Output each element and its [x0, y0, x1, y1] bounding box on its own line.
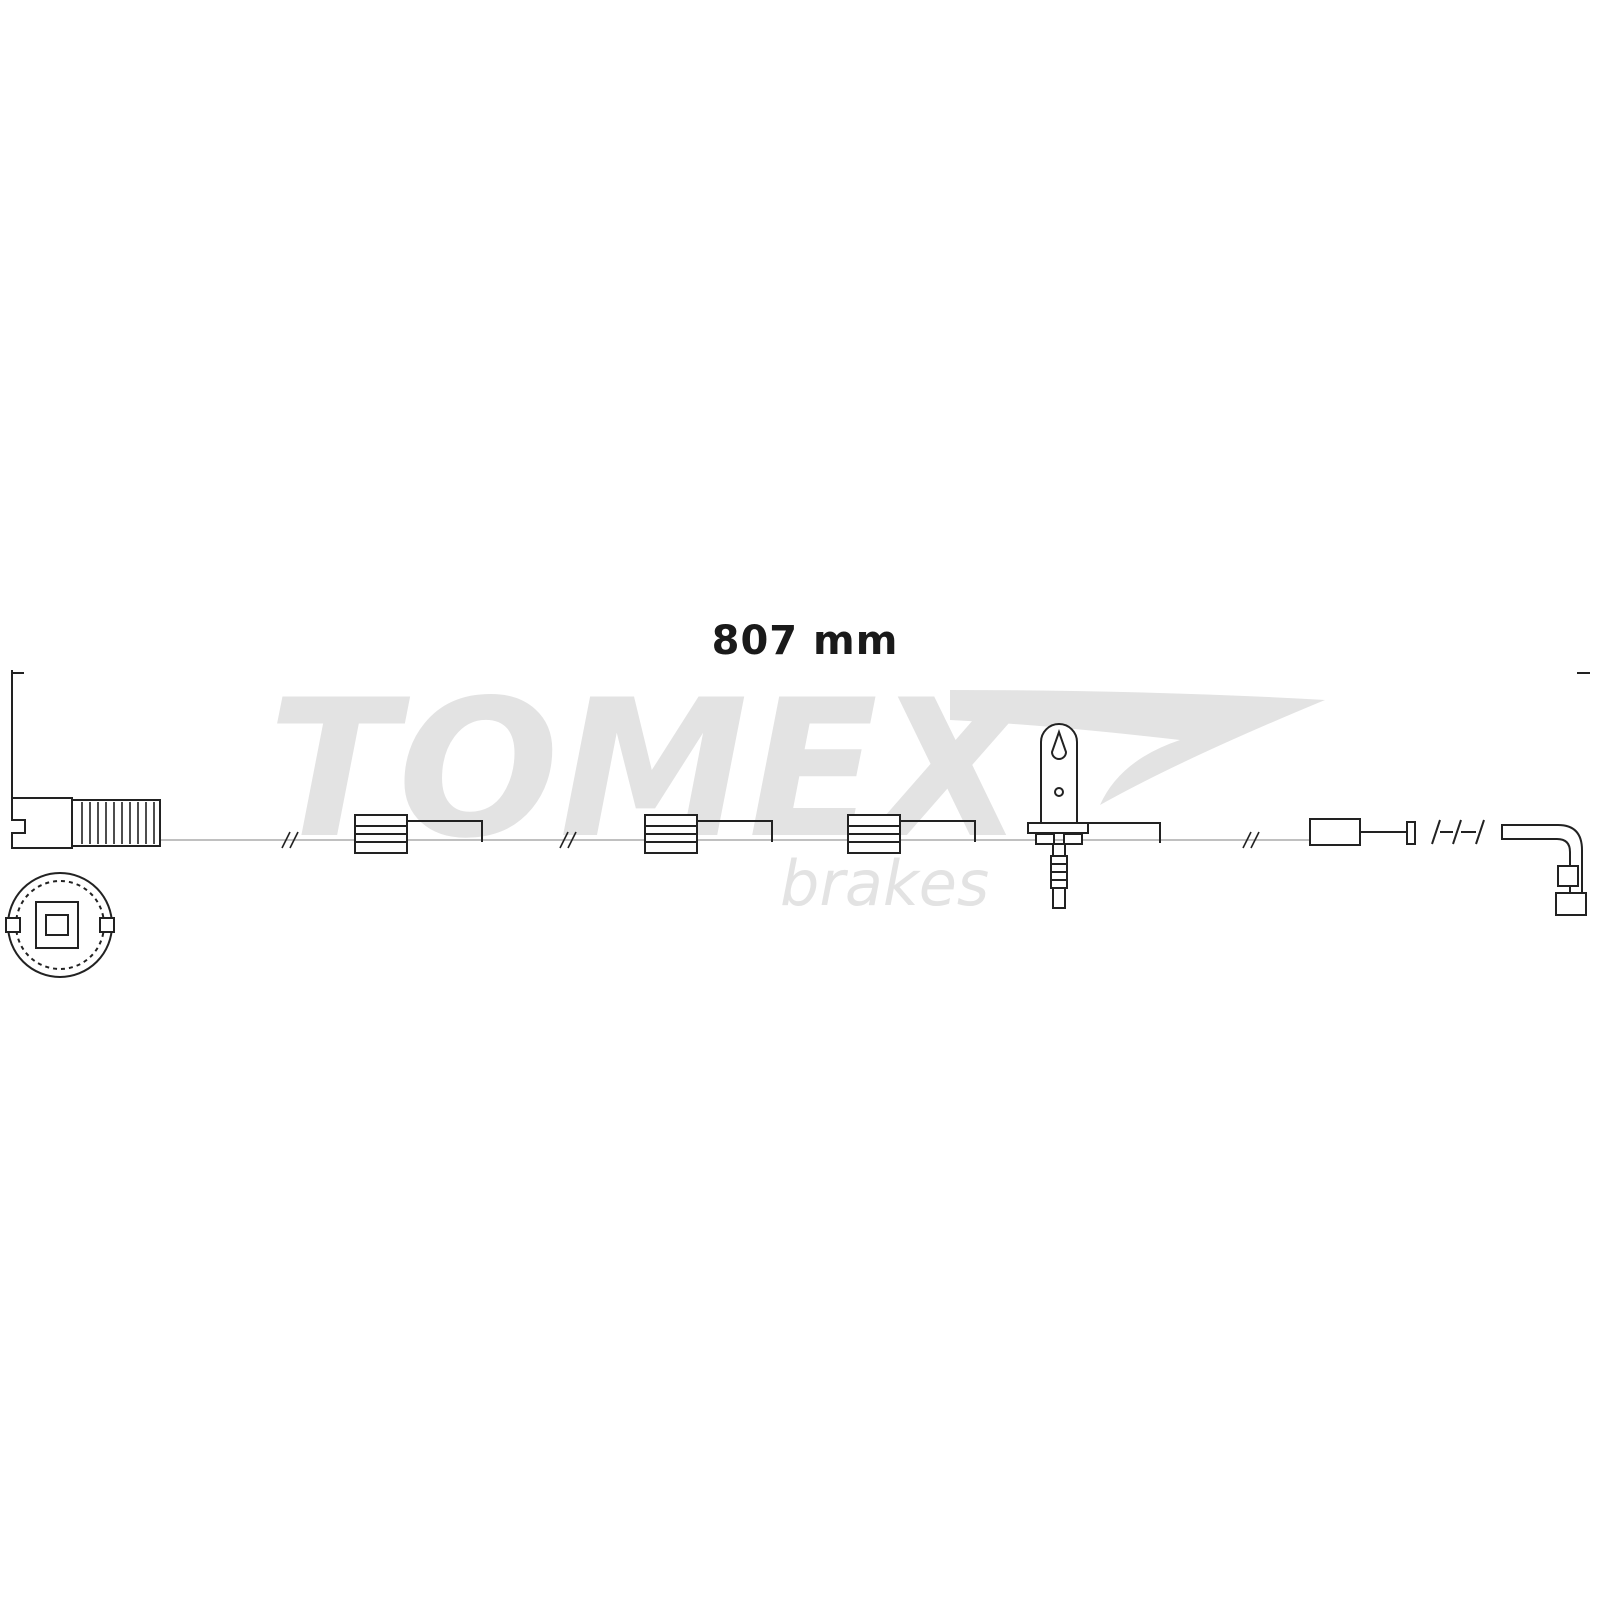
watermark-subtitle: brakes: [780, 847, 989, 920]
mounting-bracket-icon: [1027, 723, 1161, 909]
break-mark-icon: [1242, 831, 1260, 849]
dimension-label: 807 mm: [711, 618, 899, 664]
connector-end-view-icon: [5, 872, 115, 978]
cable-clip-icon: [354, 814, 483, 854]
watermark-swoosh-icon: [950, 690, 1325, 805]
cable-clip-icon: [847, 814, 976, 854]
watermark: TOMEX brakes: [268, 659, 1325, 920]
sensor-probe-icon: [1309, 818, 1587, 916]
break-mark-icon: [281, 831, 299, 849]
dimension-marks: [11, 670, 1590, 800]
cable-clip-icon: [644, 814, 773, 854]
break-mark-icon: [559, 831, 577, 849]
connector-plug-icon: [11, 797, 161, 849]
